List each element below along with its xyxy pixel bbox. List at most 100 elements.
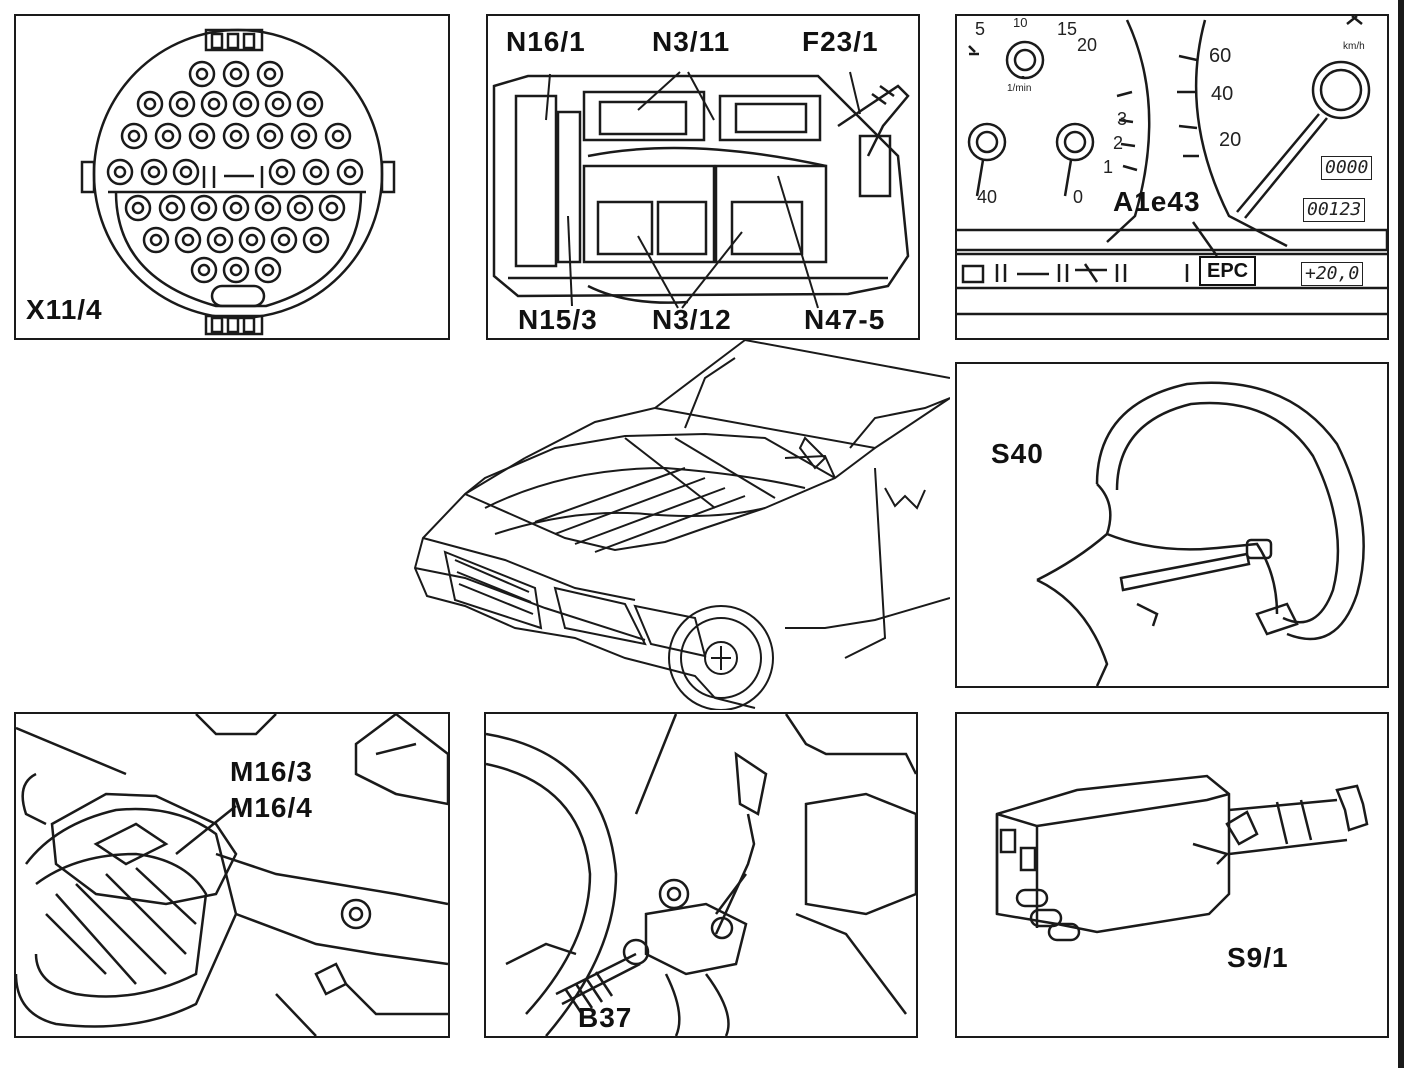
connector-pin-socket (309, 165, 323, 179)
connector-pin (290, 122, 318, 150)
connector-pin-socket (229, 201, 243, 215)
pedal-sensor-drawing (486, 714, 916, 1036)
module-box-drawing (492, 71, 910, 309)
connector-pin-socket (229, 129, 243, 143)
connector-pin-socket (263, 67, 277, 81)
panel-s40-steering-wheel: S40 (955, 362, 1389, 688)
panel-b37-pedal-sensor: B37 (484, 712, 918, 1038)
connector-pin-socket (197, 263, 211, 277)
connector-pin (120, 122, 148, 150)
connector-pin (270, 226, 298, 254)
module-label-n47-5: N47-5 (804, 304, 886, 335)
connector-pin (318, 194, 346, 222)
epc-warning-lamp: EPC (1199, 256, 1257, 286)
panel-x11-4-connector: X11/4 (14, 14, 450, 340)
connector-pin-socket (195, 129, 209, 143)
scale-tick-10: 10 (1013, 15, 1028, 30)
scale-tick-1: 1 (1103, 157, 1114, 177)
speed-tick-40: 40 (1211, 83, 1234, 105)
switch-label-s40: S40 (991, 438, 1044, 469)
connector-pin-socket (207, 97, 221, 111)
connector-pin (200, 90, 228, 118)
connector-pin (264, 90, 292, 118)
connector-pin (158, 194, 186, 222)
connector-pin-socket (213, 233, 227, 247)
connector-pin (222, 60, 250, 88)
connector-pin (286, 194, 314, 222)
connector-pin (142, 226, 170, 254)
connector-pin (254, 256, 282, 284)
connector-pin (172, 158, 200, 186)
connector-pin-socket (127, 129, 141, 143)
small-gauge-0: 0 (1073, 187, 1084, 207)
connector-pin-socket (195, 67, 209, 81)
small-gauge-40: 40 (977, 187, 998, 207)
connector-pin (302, 158, 330, 186)
scale-tick-3: 3 (1117, 109, 1128, 129)
panel-instrument-cluster: 5 10 15 20 1/min 3 2 1 60 40 20 km/h 40 … (955, 14, 1389, 340)
connector-pin-socket (239, 97, 253, 111)
connector-pin (238, 226, 266, 254)
connector-pin (154, 122, 182, 150)
connector-pin (336, 158, 364, 186)
switch-label-s9-1: S9/1 (1227, 942, 1289, 973)
module-label-n3-11: N3/11 (652, 26, 731, 57)
connector-pin-socket (179, 165, 193, 179)
speed-unit: km/h (1343, 41, 1365, 52)
sensor-label-b37: B37 (578, 1002, 633, 1033)
connector-pin (106, 158, 134, 186)
connector-pin-socket (229, 67, 243, 81)
cluster-label-a1e43: A1e43 (1113, 186, 1201, 217)
connector-pin-socket (181, 233, 195, 247)
cluster-drawing (957, 16, 1387, 316)
connector-pin (232, 90, 260, 118)
scale-tick-2: 2 (1113, 133, 1124, 153)
connector-pin-socket (149, 233, 163, 247)
lcd-odometer: 0000 (1321, 156, 1373, 180)
connector-pin (136, 90, 164, 118)
connector-pin-socket (147, 165, 161, 179)
connector-pin-socket (277, 233, 291, 247)
connector-pin (222, 122, 250, 150)
connector-pin (124, 194, 152, 222)
module-label-f23-1: F23/1 (802, 26, 879, 57)
connector-pin (296, 90, 324, 118)
connector-pin (190, 256, 218, 284)
throttle-actuator-drawing (16, 714, 448, 1036)
module-label-n15-3: N15/3 (518, 304, 598, 335)
connector-pin-socket (331, 129, 345, 143)
connector-pin (168, 90, 196, 118)
panel-m16-throttle-actuator: M16/3 M16/4 (14, 712, 450, 1038)
module-label-n3-12: N3/12 (652, 304, 732, 335)
lcd-outside-temp: +20,0 (1301, 262, 1364, 286)
connector-pin (324, 122, 352, 150)
connector-pin-socket (325, 201, 339, 215)
connector-pin (190, 194, 218, 222)
connector-pin-socket (197, 201, 211, 215)
connector-pin-socket (143, 97, 157, 111)
connector-pin-socket (113, 165, 127, 179)
connector-pin (140, 158, 168, 186)
connector-pin-socket (271, 97, 285, 111)
steering-wheel-drawing (1036, 381, 1365, 686)
connector-pin (188, 122, 216, 150)
panel-module-box: N16/1 N3/11 F23/1 N15/3 N3/12 N47-5 (486, 14, 920, 340)
connector-pin (188, 60, 216, 88)
brake-switch-drawing (995, 774, 1369, 942)
connector-pin (174, 226, 202, 254)
lcd-trip: 00123 (1303, 198, 1366, 222)
rpm-unit: 1/min (1007, 83, 1032, 94)
connector-pin (302, 226, 330, 254)
page-right-border (1398, 0, 1404, 1068)
connector-pin (222, 194, 250, 222)
connector-pin (256, 122, 284, 150)
connector-pin (256, 60, 284, 88)
connector-pin-socket (263, 129, 277, 143)
scale-tick-15: 15 (1057, 19, 1078, 39)
connector-pin-socket (161, 129, 175, 143)
connector-pin-socket (245, 233, 259, 247)
speed-tick-60: 60 (1209, 45, 1232, 67)
scale-tick-20: 20 (1077, 35, 1098, 55)
connector-pin-socket (175, 97, 189, 111)
connector-label-x11-4: X11/4 (26, 294, 103, 325)
